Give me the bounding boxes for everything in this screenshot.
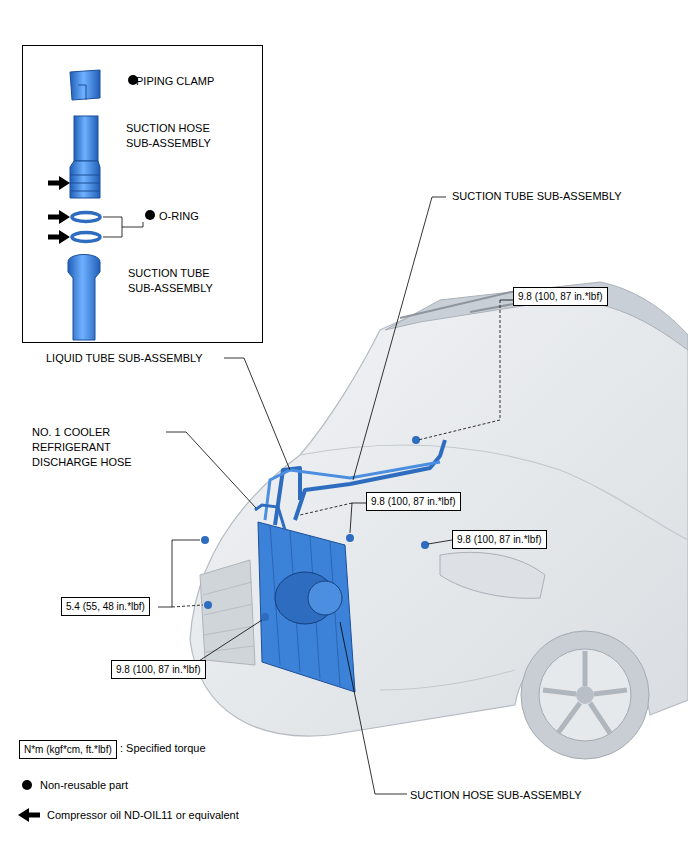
part-name: SUCTION TUBE SUB-ASSEMBLY	[452, 189, 622, 204]
legend-sample-box: N*m (kgf*cm, ft.*lbf)	[19, 740, 117, 759]
ac-parts	[201, 436, 445, 692]
legend-text: Compressor oil ND-OIL11 or equivalent	[47, 808, 239, 823]
torque-box: 9.8 (100, 87 in.*lbf)	[111, 660, 206, 679]
torque-value: N*m (kgf*cm, ft.*lbf)	[24, 743, 112, 756]
torque-box: 9.8 (100, 87 in.*lbf)	[513, 287, 608, 306]
inset-frame: PIPING CLAMP SUCTION HOSE SUB-ASSEMBLY O-R…	[22, 45, 263, 343]
legend-text: : Specified torque	[120, 741, 206, 756]
torque-box: 9.8 (100, 87 in.*lbf)	[452, 530, 547, 549]
part-name: O-RING	[159, 209, 199, 224]
torque-value: 9.8 (100, 87 in.*lbf)	[457, 533, 542, 546]
part-name: SUCTION TUBE SUB-ASSEMBLY	[128, 266, 228, 296]
part-name: NO. 1 COOLER REFRIGERANT DISCHARGE HOSE	[32, 425, 137, 470]
part-name: SUCTION HOSE SUB-ASSEMBLY	[410, 788, 582, 803]
part-name: SUCTION HOSE SUB-ASSEMBLY	[126, 121, 226, 151]
torque-value: 5.4 (55, 48 in.*lbf)	[66, 600, 145, 613]
torque-value: 9.8 (100, 87 in.*lbf)	[116, 663, 201, 676]
torque-box: 5.4 (55, 48 in.*lbf)	[61, 597, 150, 616]
torque-value: 9.8 (100, 87 in.*lbf)	[518, 290, 603, 303]
torque-box: 9.8 (100, 87 in.*lbf)	[366, 492, 461, 511]
part-name: PIPING CLAMP	[136, 74, 214, 89]
part-name: LIQUID TUBE SUB-ASSEMBLY	[46, 351, 203, 366]
legend-text: Non-reusable part	[40, 778, 128, 793]
car-body	[190, 282, 688, 759]
torque-value: 9.8 (100, 87 in.*lbf)	[371, 495, 456, 508]
legend-symbols	[18, 780, 40, 822]
inset-parts	[48, 70, 155, 340]
